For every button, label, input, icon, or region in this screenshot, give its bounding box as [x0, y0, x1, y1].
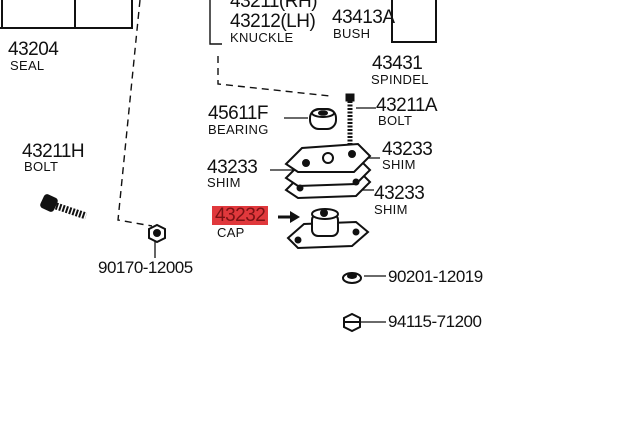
- bearing-label: BEARING: [208, 122, 269, 137]
- grease-fitting-drawing: [343, 312, 361, 333]
- grease-fitting-number: 94115-71200: [388, 312, 482, 331]
- bolt-43211a-label: BOLT: [378, 113, 413, 128]
- shim-top-label: SHIM: [382, 157, 416, 172]
- shim-stack-drawing: [284, 142, 372, 200]
- bolt-43211h-number: 43211H: [22, 141, 85, 162]
- bolt-43211a-drawing: [345, 93, 355, 150]
- cap-drawing: [286, 208, 370, 250]
- knuckle-rh-number: 43211(RH): [230, 0, 318, 12]
- bush-label: BUSH: [333, 26, 371, 41]
- washer-drawing: [342, 272, 362, 284]
- washer-number: 90201-12019: [388, 267, 483, 286]
- seal-number: 43204: [8, 39, 59, 60]
- bearing-number: 45611F: [208, 103, 269, 124]
- nut-number: 90170-12005: [98, 258, 193, 277]
- knuckle-bracket-drawing: [209, 0, 437, 45]
- dashed-leaders: [117, 0, 331, 227]
- shim-left-number: 43233: [207, 157, 258, 178]
- nut-drawing: [148, 223, 166, 244]
- spindle-number: 43431: [372, 53, 423, 74]
- cap-number-highlighted[interactable]: 43232: [212, 206, 269, 225]
- knuckle-lh-number: 43212(LH): [230, 11, 316, 32]
- bearing-drawing: [309, 108, 337, 130]
- shim-bottom-label: SHIM: [374, 202, 408, 217]
- cap-label: CAP: [217, 225, 245, 240]
- shim-left-label: SHIM: [207, 175, 241, 190]
- bolt-43211a-number: 43211A: [376, 95, 438, 116]
- seal-label: SEAL: [10, 58, 45, 73]
- cap-arrow: [278, 211, 300, 223]
- shim-top-number: 43233: [382, 139, 433, 160]
- shim-bottom-number: 43233: [374, 183, 425, 204]
- bush-number: 43413A: [332, 7, 395, 28]
- bolt-43211h-label: BOLT: [24, 159, 59, 174]
- seal-drawing: [0, 0, 133, 29]
- knuckle-label: KNUCKLE: [230, 30, 294, 45]
- spindle-label: SPINDEL: [371, 72, 429, 87]
- bolt-43211h-drawing: [40, 194, 88, 220]
